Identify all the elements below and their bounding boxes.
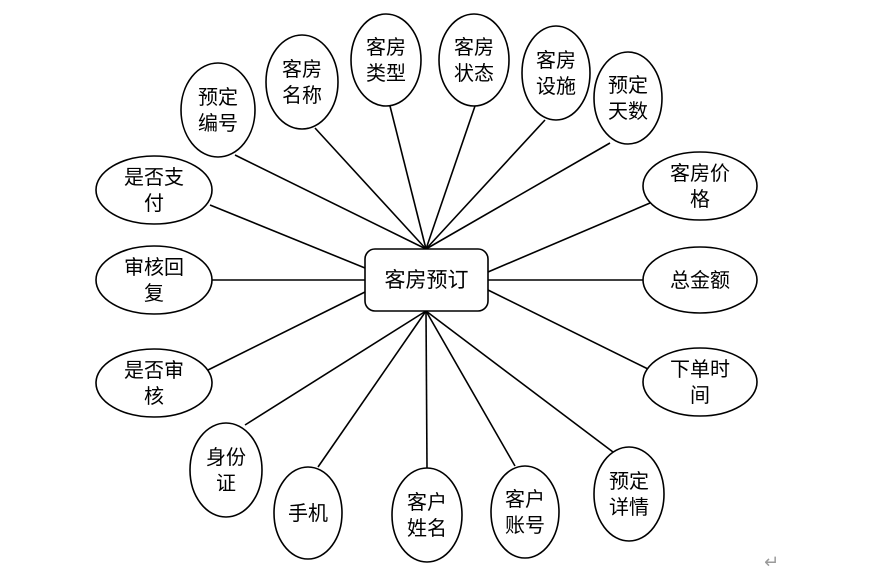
attribute-ellipse (95, 245, 213, 315)
connector-room-type (389, 105, 427, 250)
attribute-label: 手机 (288, 501, 328, 525)
connector-room-status (425, 105, 476, 250)
attribute-label: 是否支 (124, 165, 184, 189)
connector-lines (207, 105, 651, 469)
entity-label: 客房预订 (385, 268, 469, 292)
connector-customer-name (425, 310, 428, 469)
connector-booking-no (234, 154, 427, 250)
attribute-ellipse (350, 13, 422, 107)
attribute-label: 间 (690, 383, 710, 407)
attribute-label: 编号 (198, 111, 238, 135)
connector-is-reviewed (207, 291, 366, 371)
attribute-label: 下单时 (670, 357, 730, 381)
attribute-label: 客房 (536, 48, 576, 72)
attribute-ellipse (593, 51, 663, 145)
attribute-ellipse (593, 446, 665, 542)
attribute-ellipse (95, 155, 213, 225)
attribute-label: 总金额 (670, 268, 730, 292)
attribute-label: 付 (144, 191, 164, 215)
attribute-ellipse (642, 246, 758, 314)
attribute-label: 客户 (505, 487, 545, 511)
connector-room-price (487, 202, 651, 273)
connector-phone (317, 310, 427, 468)
attribute-ellipse (273, 466, 343, 560)
attribute-nodes: 预定编号客房名称客房类型客房状态客房设施预定天数客房价格总金额下单时间预定详情客… (95, 13, 758, 563)
attribute-label: 天数 (608, 99, 648, 123)
connector-order-time (487, 289, 651, 371)
attribute-label: 客房价 (670, 161, 730, 185)
attribute-label: 预定 (198, 85, 238, 109)
attribute-label: 格 (690, 187, 710, 211)
attribute-label: 状态 (454, 61, 494, 85)
connector-customer-account (425, 310, 516, 467)
attribute-label: 是否审 (124, 358, 184, 382)
attribute-ellipse (265, 34, 339, 130)
attribute-ellipse (391, 467, 463, 563)
attribute-label: 客房 (454, 35, 494, 59)
connector-booking-details (425, 310, 614, 453)
attribute-label: 复 (144, 281, 164, 305)
attribute-id-card: 身份证 (189, 422, 263, 518)
entity-box (364, 248, 489, 312)
connector-room-facilities (425, 119, 546, 250)
attribute-label: 审核回 (124, 255, 184, 279)
attribute-label: 详情 (609, 495, 649, 519)
attribute-label: 账号 (505, 513, 545, 537)
attribute-ellipse (438, 13, 510, 107)
attribute-label: 类型 (366, 61, 406, 85)
attribute-label: 客房 (366, 35, 406, 59)
attribute-ellipse (521, 25, 591, 121)
attribute-ellipse (180, 62, 256, 158)
attribute-label: 设施 (536, 74, 576, 98)
attribute-label: 证 (216, 471, 236, 495)
attribute-ellipse (642, 151, 758, 221)
attribute-label: 身份 (206, 445, 246, 469)
paragraph-mark: ↵ (764, 552, 780, 573)
attribute-phone: 手机 (273, 466, 343, 560)
attribute-ellipse (189, 422, 263, 518)
entity-node: 客房预订 (364, 248, 489, 312)
attribute-label: 客房 (282, 57, 322, 81)
attribute-label: 预定 (609, 469, 649, 493)
attribute-ellipse (95, 348, 213, 418)
attribute-ellipse (642, 347, 758, 417)
connector-is-paid (209, 204, 366, 269)
attribute-ellipse (490, 465, 560, 559)
connector-room-name (314, 127, 427, 250)
attribute-label: 姓名 (407, 516, 447, 540)
attribute-label: 预定 (608, 73, 648, 97)
attribute-label: 核 (144, 384, 164, 408)
connector-id-card (244, 310, 427, 426)
attribute-total-amount: 总金额 (642, 246, 758, 314)
attribute-label: 名称 (282, 83, 322, 107)
connector-booking-days (425, 142, 611, 250)
attribute-label: 客户 (407, 490, 447, 514)
